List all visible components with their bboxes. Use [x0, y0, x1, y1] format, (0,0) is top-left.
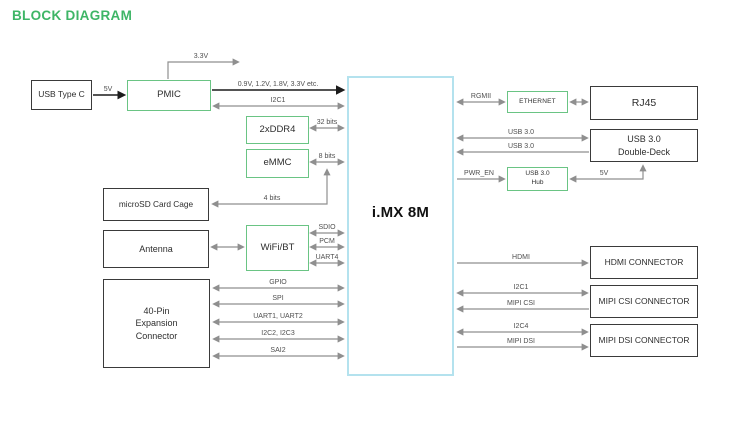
- edge-4bits: [211, 168, 331, 208]
- node-hdmi-connector-label: HDMI CONNECTOR: [604, 256, 684, 267]
- edge-label-sdio: SDIO: [318, 224, 336, 231]
- edge-label-32bits: 32 bits: [316, 119, 338, 126]
- node-expansion-line3: Connector: [135, 330, 178, 341]
- node-wifi-bt-label: WiFi/BT: [260, 241, 295, 253]
- edge-label-uart12: UART1, UART2: [253, 313, 303, 320]
- node-rj45-label: RJ45: [631, 96, 657, 109]
- node-usb3-dd-line2: Double-Deck: [617, 146, 671, 157]
- node-usb-type-c: USB Type C: [31, 80, 92, 110]
- edge-label-i2c4: I2C4: [513, 323, 529, 330]
- node-imx8m-soc: i.MX 8M: [347, 76, 454, 376]
- edge-label-power-rail: 0.9V, 1.2V, 1.8V, 3.3V etc.: [237, 81, 319, 88]
- node-hdmi-connector: HDMI CONNECTOR: [590, 246, 698, 279]
- edge-label-i2c23: I2C2, I2C3: [261, 330, 295, 337]
- page-title: BLOCK DIAGRAM: [12, 8, 133, 23]
- edge-label-3v3: 3.3V: [193, 53, 209, 60]
- edge-5v-hub: [569, 164, 647, 183]
- node-usb3-double-deck: USB 3.0 Double-Deck: [590, 129, 698, 162]
- edge-label-mipi-csi: MIPI CSI: [506, 300, 536, 307]
- node-microsd-label: microSD Card Cage: [118, 198, 194, 209]
- edge-label-5v-hub: 5V: [599, 170, 609, 177]
- edge-label-uart4: UART4: [315, 254, 339, 261]
- node-usb3-hub: USB 3.0 Hub: [507, 167, 568, 191]
- node-mipi-dsi-connector: MIPI DSI CONNECTOR: [590, 324, 698, 357]
- edge-label-4bits: 4 bits: [263, 195, 281, 202]
- node-antenna-label: Antenna: [139, 243, 173, 254]
- node-pmic: PMIC: [127, 80, 211, 111]
- node-imx8m-label: i.MX 8M: [371, 203, 430, 221]
- edge-label-hdmi: HDMI: [512, 254, 530, 261]
- edge-label-pwr-en: PWR_EN: [464, 170, 494, 177]
- node-usb3-dd-line1: USB 3.0: [627, 134, 661, 145]
- node-ethernet-label: ETHERNET: [519, 97, 556, 105]
- edge-label-mipi-dsi: MIPI DSI: [506, 338, 536, 345]
- node-usb3-hub-line1: USB 3.0: [525, 170, 550, 178]
- node-mipi-csi-label: MIPI CSI CONNECTOR: [598, 295, 690, 306]
- node-emmc-label: eMMC: [263, 157, 292, 169]
- edge-label-gpio: GPIO: [269, 279, 287, 286]
- node-expansion-connector: 40-Pin Expansion Connector: [103, 279, 210, 368]
- node-microsd: microSD Card Cage: [103, 188, 209, 221]
- edge-label-i2c1-left: I2C1: [270, 97, 286, 104]
- edge-label-usb3-a: USB 3.0: [507, 129, 535, 136]
- node-ddr4-label: 2xDDR4: [259, 123, 296, 135]
- node-rj45: RJ45: [590, 86, 698, 120]
- edge-label-i2c1-right: I2C1: [513, 284, 529, 291]
- node-usb3-hub-line2: Hub: [531, 179, 544, 186]
- node-antenna: Antenna: [103, 230, 209, 268]
- edge-3v3: [167, 58, 240, 79]
- node-ethernet: ETHERNET: [507, 91, 568, 113]
- node-usb-type-c-label: USB Type C: [38, 89, 85, 100]
- node-ddr4: 2xDDR4: [246, 116, 309, 144]
- edge-label-spi: SPI: [272, 295, 284, 302]
- node-emmc: eMMC: [246, 149, 309, 178]
- node-expansion-line1: 40-Pin: [143, 306, 170, 317]
- node-mipi-csi-connector: MIPI CSI CONNECTOR: [590, 285, 698, 318]
- edge-label-sai2: SAI2: [270, 347, 286, 354]
- node-expansion-line2: Expansion: [135, 318, 178, 329]
- node-mipi-dsi-label: MIPI DSI CONNECTOR: [598, 334, 690, 345]
- edge-label-usb3-b: USB 3.0: [507, 143, 535, 150]
- edge-label-5v: 5V: [103, 86, 113, 93]
- edge-label-rgmii: RGMII: [470, 93, 492, 100]
- edge-label-8bits: 8 bits: [318, 153, 336, 160]
- node-wifi-bt: WiFi/BT: [246, 225, 309, 271]
- node-pmic-label: PMIC: [157, 89, 181, 101]
- edge-label-pcm: PCM: [319, 238, 335, 245]
